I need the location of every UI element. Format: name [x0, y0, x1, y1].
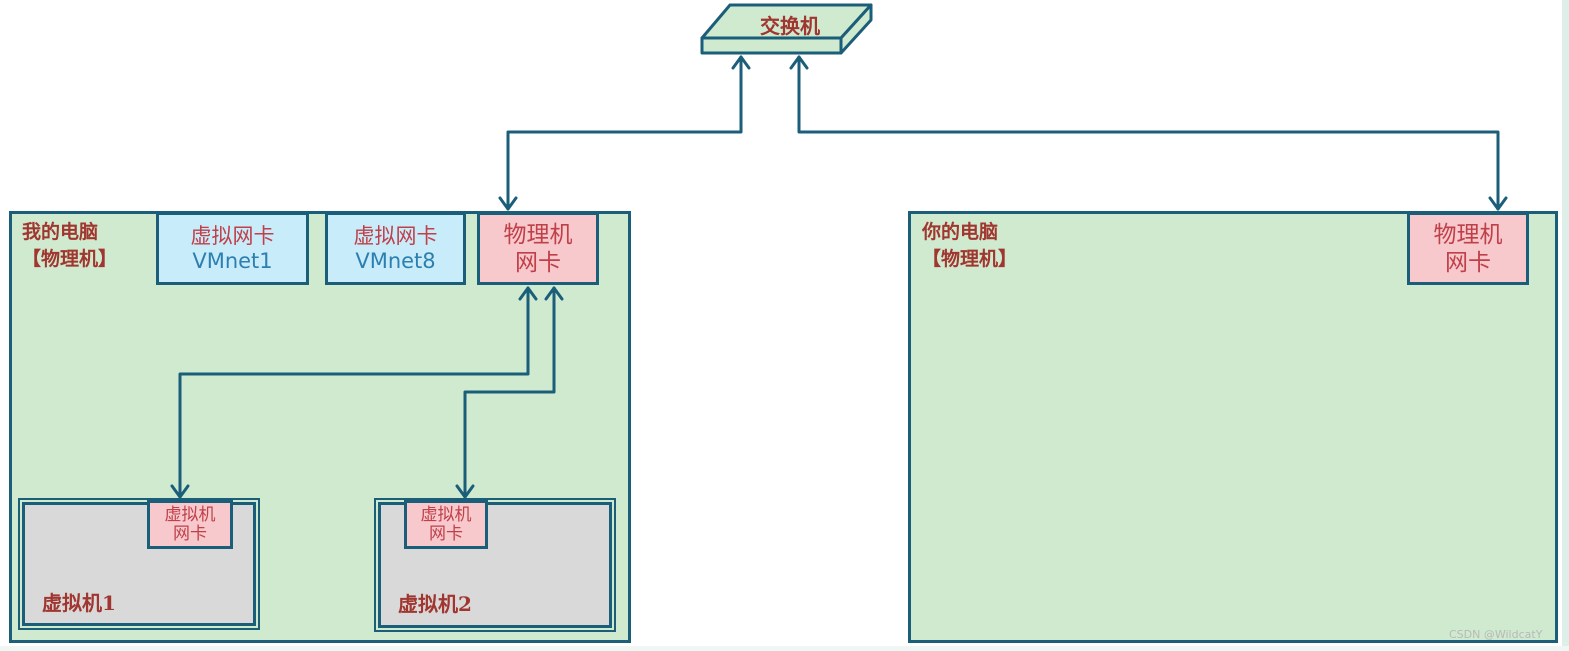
vm2-nic-line2: 网卡 [429, 523, 463, 544]
vmnet8-name: VMnet8 [355, 248, 436, 273]
my-pc-physical-nic-line1: 物理机 [503, 221, 573, 248]
link-switch-my-pc [506, 55, 743, 211]
arrowhead-switch-left [731, 55, 751, 70]
vmnet8-nic: 虚拟网卡 VMnet8 [325, 212, 466, 285]
my-pc-physical-nic: 物理机 网卡 [477, 212, 599, 285]
my-pc-label: 我的电脑 【物理机】 [22, 221, 118, 270]
your-pc-physical-nic-line1: 物理机 [1433, 221, 1503, 248]
your-pc-label: 你的电脑 【物理机】 [922, 221, 1018, 270]
vm2-label: 虚拟机2 [398, 592, 472, 616]
my-pc-physical-nic-line2: 网卡 [515, 249, 561, 276]
right-edge-strip [1562, 0, 1569, 651]
watermark: CSDN @WildcatY [1449, 628, 1543, 641]
vm1-nic-line1: 虚拟机 [164, 504, 216, 525]
your-pc-physical-nic: 物理机 网卡 [1407, 212, 1529, 285]
link-switch-your-pc [797, 55, 1500, 211]
vmnet1-title: 虚拟网卡 [190, 223, 275, 248]
vm1-label: 虚拟机1 [42, 591, 116, 615]
arrowhead-switch-right [789, 55, 809, 70]
vm2-nic: 虚拟机 网卡 [404, 500, 488, 549]
vm1-nic: 虚拟机 网卡 [147, 500, 233, 549]
switch-label: 交换机 [760, 14, 820, 38]
arrowhead-my-pc-nic [498, 196, 518, 211]
vmnet8-title: 虚拟网卡 [353, 223, 438, 248]
vmnet1-nic: 虚拟网卡 VMnet1 [156, 212, 309, 285]
vm2-nic-line1: 虚拟机 [420, 504, 472, 525]
vm1-nic-line2: 网卡 [173, 523, 207, 544]
vmnet1-name: VMnet1 [192, 248, 273, 273]
your-pc-physical-nic-line2: 网卡 [1445, 249, 1491, 276]
arrowhead-your-pc-nic [1488, 196, 1508, 211]
bottom-edge-strip [0, 646, 1569, 651]
